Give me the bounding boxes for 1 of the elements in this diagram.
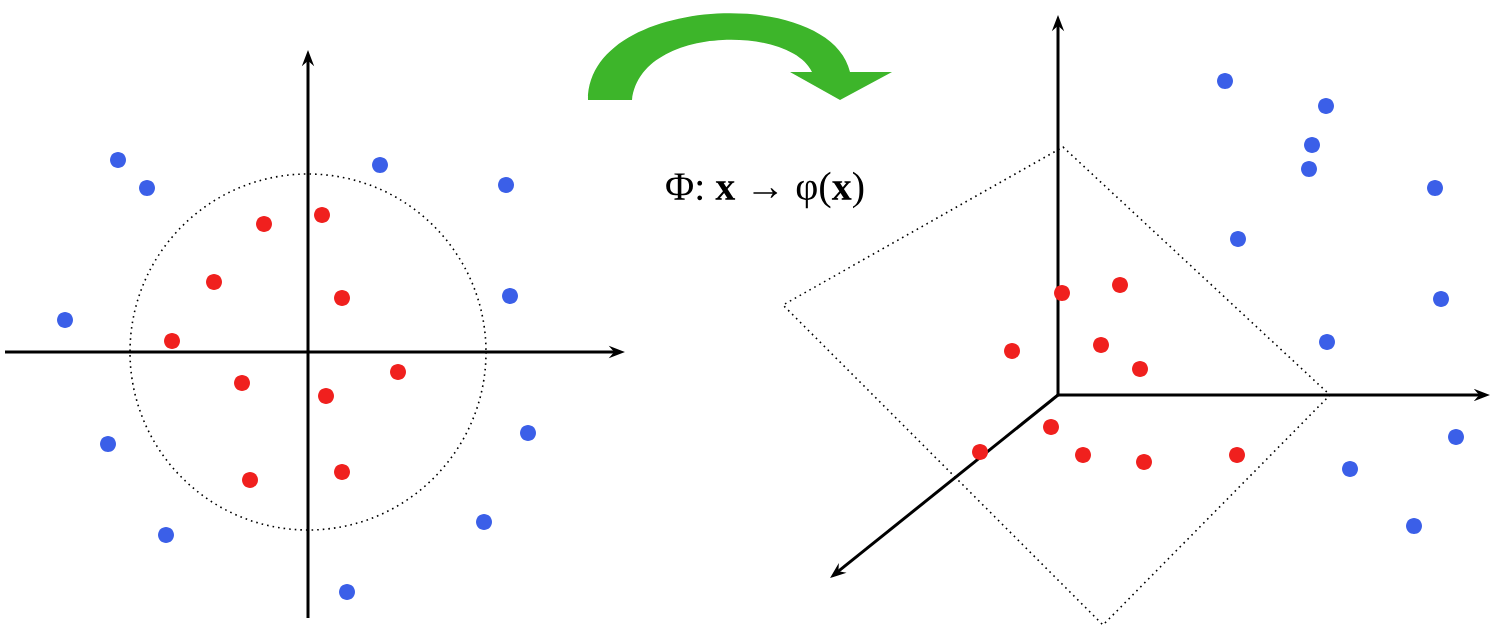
mapping-formula: Φ: x → φ(x) (666, 171, 864, 209)
